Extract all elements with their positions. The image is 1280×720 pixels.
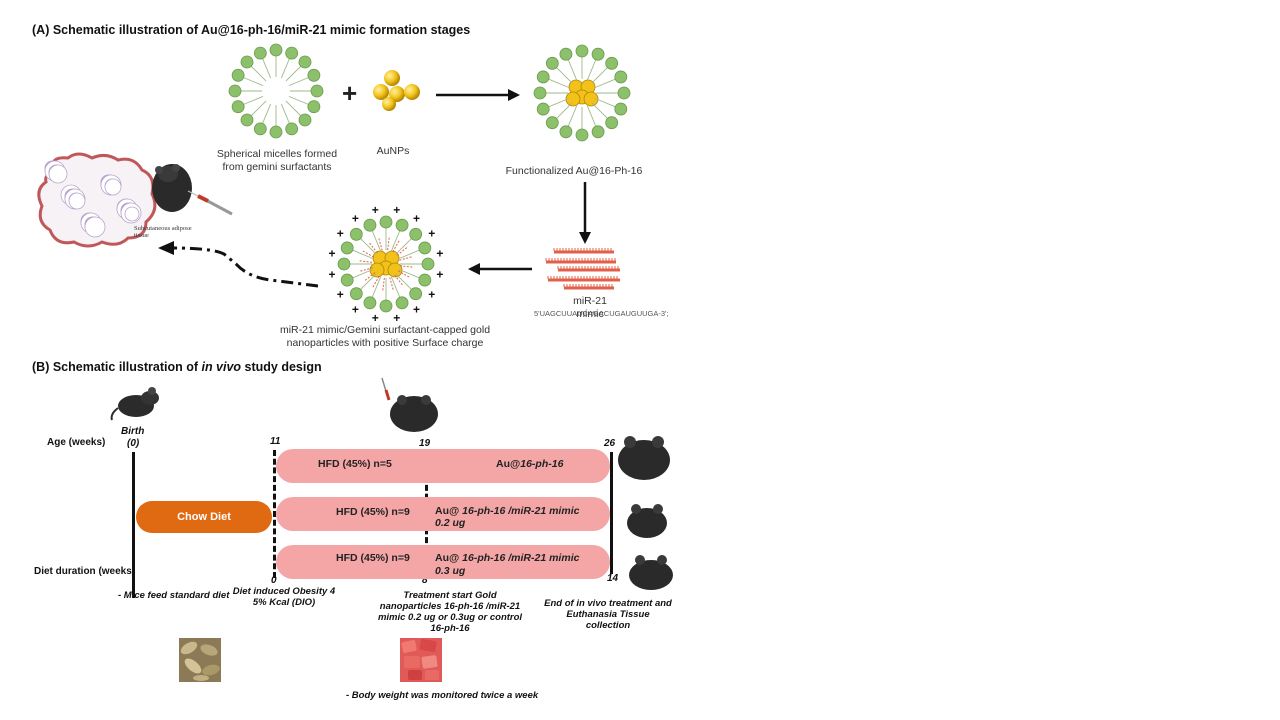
adipose-tissue-icon xyxy=(37,152,157,248)
svg-text:+: + xyxy=(352,211,359,225)
hfd-bar-1 xyxy=(276,449,610,483)
arrow-left-icon xyxy=(468,263,532,275)
note-dio: Diet induced Obesity 4 5% Kcal (DIO) xyxy=(232,586,336,608)
diet-duration-label: Diet duration (weeks) xyxy=(34,566,136,577)
svg-text:+: + xyxy=(337,226,344,240)
svg-text:+: + xyxy=(352,303,359,317)
birth-value: (0) xyxy=(127,438,140,449)
week-11-line xyxy=(273,450,276,578)
treatment-2-label: Au@ 16-ph-16 /miR-21 mimic xyxy=(435,505,580,517)
chow-diet-bar: Chow Diet xyxy=(136,501,272,533)
adipose-label: Subcutaneous adipose tissue xyxy=(134,225,192,239)
svg-text:+: + xyxy=(428,288,435,302)
age-axis-label: Age (weeks) xyxy=(47,437,106,448)
treatment-1-label: Au@16-ph-16 xyxy=(496,458,564,470)
note-treatment: Treatment start Gold nanoparticles 16-ph… xyxy=(377,590,523,634)
capped-nanoparticle-icon: ++++++++++++++++ xyxy=(329,206,444,322)
hfd-bar-3 xyxy=(276,545,610,579)
note-end: End of in vivo treatment and Euthanasia … xyxy=(544,598,672,631)
hfd-pellets-image xyxy=(400,638,442,682)
svg-text:+: + xyxy=(329,246,336,260)
age-tick-19: 19 xyxy=(419,438,431,449)
mimic-caption: miR-21 mimic xyxy=(573,295,607,320)
note-body-weight: - Body weight was monitored twice a week xyxy=(346,690,539,701)
capped-caption: miR-21 mimic/Gemini surfactant-capped go… xyxy=(279,324,491,349)
aunps-caption: AuNPs xyxy=(376,145,410,157)
panel-b-title: (B) Schematic illustration of in vivo st… xyxy=(32,360,322,374)
arrow-down-icon xyxy=(579,182,591,244)
chow-pellets-image xyxy=(179,638,221,682)
injection-path-arrow xyxy=(158,241,319,288)
svg-text:+: + xyxy=(372,311,379,322)
treatment-3-dose: 0.3 ug xyxy=(435,565,466,577)
panel-a-title: (A) Schematic illustration of Au@16-ph-1… xyxy=(32,23,471,37)
svg-text:+: + xyxy=(436,268,443,282)
svg-text:+: + xyxy=(393,206,400,217)
mouse-treatment-icon xyxy=(381,377,438,432)
duration-tick-0: 0 xyxy=(271,575,277,586)
duration-tick-14: 14 xyxy=(607,573,619,584)
svg-text:+: + xyxy=(413,211,420,225)
hfd-bar-2-label: HFD (45%) n=9 xyxy=(336,506,410,518)
mouse-obese-icon xyxy=(618,436,670,480)
week-26-line xyxy=(610,452,613,574)
birth-label: Birth xyxy=(121,426,145,437)
svg-text:+: + xyxy=(329,268,336,282)
aunps-icon xyxy=(373,70,420,111)
svg-text:+: + xyxy=(393,311,400,322)
note-standard-diet: - Mice feed standard diet xyxy=(118,590,230,601)
svg-text:+: + xyxy=(413,303,420,317)
svg-text:+: + xyxy=(436,246,443,260)
treatment-3-label: Au@ 16-ph-16 /miR-21 mimic xyxy=(435,552,580,564)
age-tick-11: 11 xyxy=(270,436,281,447)
functionalized-nanoparticle-icon xyxy=(533,44,631,142)
spherical-micelle-icon xyxy=(228,43,324,139)
mouse-treated-02-icon xyxy=(627,504,667,538)
mouse-injection-icon xyxy=(152,164,233,216)
age-tick-26: 26 xyxy=(604,438,616,449)
hfd-bar-3-label: HFD (45%) n=9 xyxy=(336,552,410,564)
functionalized-caption: Functionalized Au@16-Ph-16 xyxy=(505,165,643,177)
plus-sign: + xyxy=(342,78,358,108)
treatment-2-dose: 0.2 ug xyxy=(435,517,466,529)
duration-tick-8: 8 xyxy=(422,575,428,586)
mouse-treated-03-icon xyxy=(629,555,673,590)
mimic-sequence: 5'UAGCUUAUCAGACUGAUGUUGA-3'; xyxy=(534,309,669,318)
svg-text:+: + xyxy=(372,206,379,217)
svg-text:+: + xyxy=(337,288,344,302)
arrow-right-icon xyxy=(436,89,520,101)
birth-timeline xyxy=(132,452,135,598)
mouse-birth-icon xyxy=(110,387,159,421)
hfd-bar-1-label: HFD (45%) n=5 xyxy=(318,458,392,470)
hfd-bar-2 xyxy=(276,497,610,531)
svg-text:+: + xyxy=(428,226,435,240)
micelles-caption: Spherical micelles formed from gemini su… xyxy=(216,148,338,173)
mirna-strands-icon xyxy=(545,248,620,290)
